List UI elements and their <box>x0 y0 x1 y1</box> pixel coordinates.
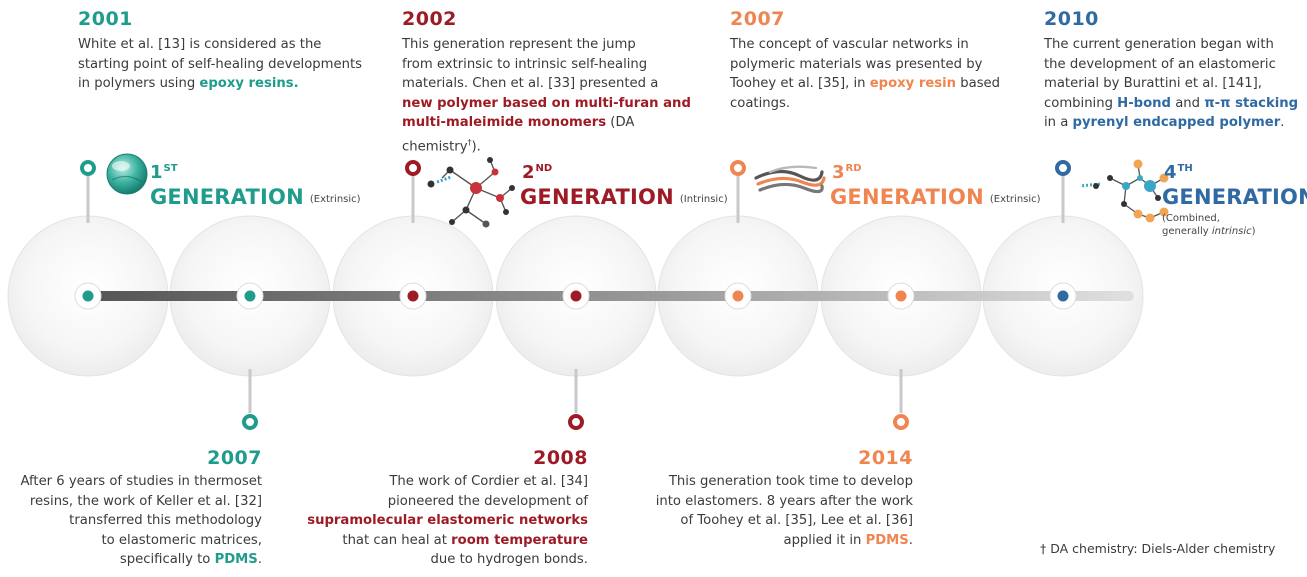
ring-2002 <box>405 160 421 176</box>
year-label: 2014 <box>858 447 913 469</box>
ring-2010 <box>1055 160 1071 176</box>
ring-2007-bottom <box>242 414 258 430</box>
generation-title: GENERATION(Extrinsic) <box>830 185 1041 209</box>
timeline-nodes <box>74 282 1077 310</box>
highlight: H-bond <box>1117 95 1171 111</box>
pyrenyl-molecule-icon <box>1079 159 1169 223</box>
generation-ordinal: 4TH <box>1164 162 1193 183</box>
vascular-fibers-icon <box>754 165 826 194</box>
highlight: PDMS <box>214 552 258 567</box>
highlight: room temperature <box>451 532 588 548</box>
year-label: 2007 <box>207 447 262 469</box>
event-2010: 2010 The current generation began with t… <box>1044 8 1307 133</box>
highlight: π-π stacking <box>1204 95 1299 111</box>
event-2007-top: 2007 The concept of vascular networks in… <box>730 8 1030 113</box>
highlight: new polymer based on multi-furan and <box>402 95 691 111</box>
event-description: White et al. [13] is considered as the s… <box>78 37 363 91</box>
ring-2008 <box>568 414 584 430</box>
highlight: pyrenyl endcapped polymer <box>1072 115 1281 130</box>
generation-2-label: 2ND GENERATION(Intrinsic) <box>520 160 728 212</box>
generation-title: GENERATION <box>1162 185 1307 209</box>
generation-4-label: 4TH GENERATION (Combined, generally intr… <box>1162 160 1307 238</box>
event-2007-bottom: 2007 After 6 years of studies in thermos… <box>0 447 262 570</box>
year-label: 2007 <box>730 8 785 30</box>
generation-ordinal: 3RD <box>832 162 862 183</box>
event-description: After 6 years of studies in thermoset re… <box>20 474 262 567</box>
event-description: The concept of vascular networks in poly… <box>730 37 1001 111</box>
highlight: multi-maleimide monomers <box>402 115 607 130</box>
highlight: supramolecular elastomeric networks <box>307 513 588 528</box>
sphere-icon <box>106 153 148 195</box>
generation-ordinal: 2ND <box>522 162 553 183</box>
highlight: epoxy resin <box>869 76 957 91</box>
generation-ordinal: 1ST <box>150 162 178 183</box>
event-description: The current generation began with the de… <box>1044 37 1299 130</box>
highlight: epoxy resins. <box>199 76 299 91</box>
molecule-network-icon <box>427 157 515 228</box>
generation-1-label: 1ST GENERATION(Extrinsic) <box>150 160 361 212</box>
ring-2007-top <box>730 160 746 176</box>
year-label: 2008 <box>533 447 588 469</box>
connectors <box>86 176 1065 413</box>
generation-title: GENERATION(Intrinsic) <box>520 185 728 209</box>
event-description: This generation took time to develop int… <box>655 474 913 548</box>
year-label: 2010 <box>1044 8 1099 30</box>
year-label: 2001 <box>78 8 133 30</box>
timeline-bar <box>88 291 1134 301</box>
event-2002: 2002 This generation represent the jump … <box>402 8 712 156</box>
ring-2014 <box>893 414 909 430</box>
generation-title: GENERATION(Extrinsic) <box>150 185 361 209</box>
generation-kind: (Combined, generally intrinsic) <box>1162 213 1256 237</box>
event-description: This generation represent the jump from … <box>402 37 691 154</box>
event-2001: 2001 White et al. [13] is considered as … <box>78 8 378 94</box>
event-2014: 2014 This generation took time to develo… <box>600 447 913 550</box>
highlight: PDMS <box>865 532 909 548</box>
footnote: † DA chemistry: Diels-Alder chemistry <box>1040 541 1276 556</box>
generation-3-label: 3RD GENERATION(Extrinsic) <box>830 160 1041 212</box>
event-2008: 2008 The work of Cordier et al. [34] pio… <box>280 447 588 570</box>
event-description: The work of Cordier et al. [34] pioneere… <box>307 474 588 567</box>
year-label: 2002 <box>402 8 457 30</box>
ring-2001 <box>80 160 96 176</box>
